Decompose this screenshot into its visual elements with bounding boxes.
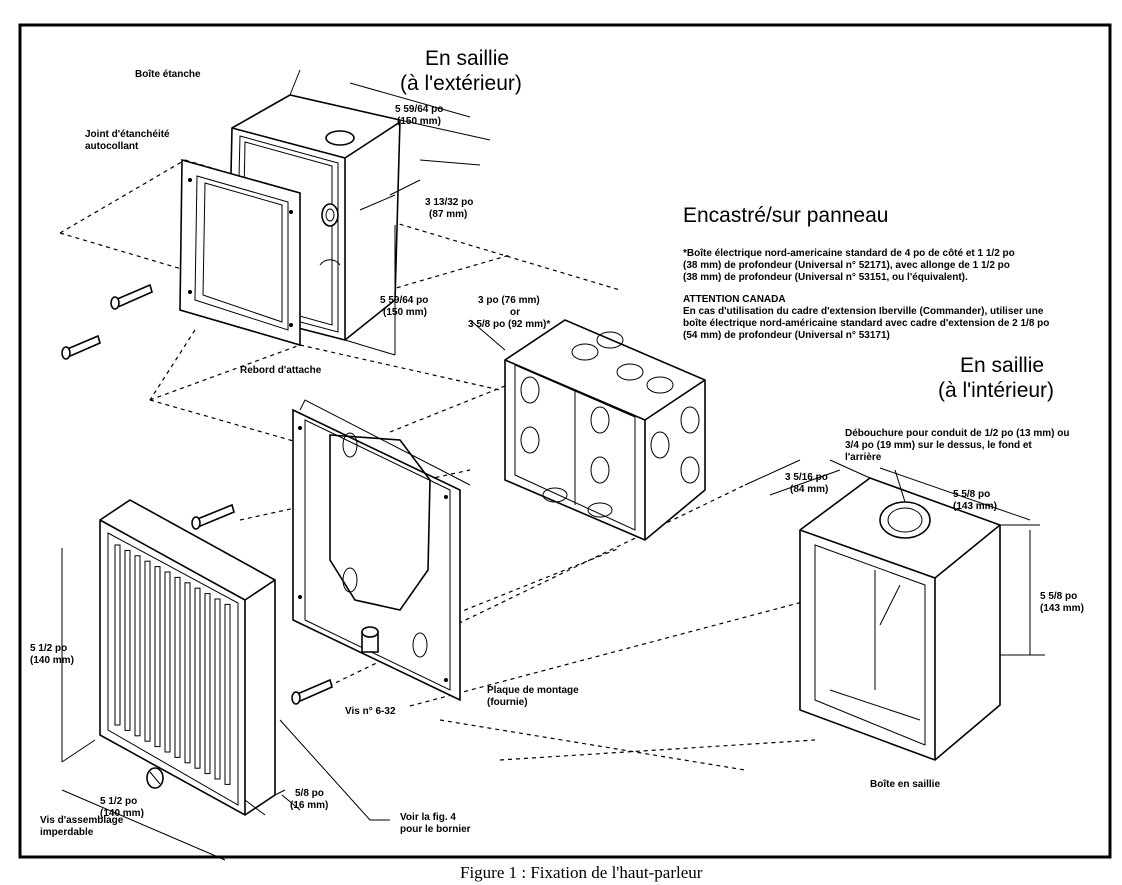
- dim-grille-depth-b: (16 mm): [290, 800, 328, 811]
- label-captive-screw-2: imperdable: [40, 827, 94, 838]
- dim-sb-height-a: 5 5/8 po: [1040, 591, 1077, 602]
- standoff-icon: [361, 626, 379, 653]
- label-knockout-3: l'arrière: [845, 452, 882, 463]
- heading-surface-exterior-2: (à l'extérieur): [400, 72, 522, 95]
- label-weatherproof-box: Boîte étanche: [135, 69, 201, 80]
- grille-slot: [174, 576, 181, 758]
- dim-wp-height-b: (150 mm): [383, 307, 427, 318]
- dim-sb-depth-b: (84 mm): [790, 484, 828, 495]
- dim-wp-height-a: 5 59/64 po: [380, 295, 428, 306]
- grille-slot: [134, 555, 141, 737]
- grille-slot: [114, 544, 121, 726]
- note-canada-line-1: En cas d'utilisation du cadre d'extensio…: [683, 306, 1044, 317]
- dim-grille-height-a: 5 1/2 po: [30, 643, 67, 654]
- weatherproof-dimension-lines: [289, 69, 491, 356]
- dim-sb-height-b: (143 mm): [1040, 603, 1084, 614]
- dim-wp-width-b: (150 mm): [397, 116, 441, 127]
- note-canada-line-3: (54 mm) de profondeur (Universal n° 5317…: [683, 330, 890, 341]
- label-mounting-plate-2: (fournie): [487, 697, 528, 708]
- grille-dimension-lines: [61, 548, 390, 861]
- note-canada-title: ATTENTION CANADA: [683, 294, 786, 305]
- dim-sb-width-a: 5 5/8 po: [953, 489, 990, 500]
- grille-slot: [184, 582, 191, 764]
- surface-box: [799, 469, 1001, 761]
- label-knockout-2: 3/4 po (19 mm) sur le dessus, le fond et: [845, 440, 1032, 451]
- screw-icon: [191, 503, 235, 530]
- heading-surface-exterior-1: En saillie: [425, 47, 509, 70]
- label-gasket-1: Joint d'étanchéité: [85, 129, 170, 140]
- electrical-box: [469, 319, 706, 541]
- dim-wp-width-a: 5 59/64 po: [395, 104, 443, 115]
- heading-surface-interior-2: (à l'intérieur): [938, 379, 1054, 402]
- grille-slot: [154, 566, 161, 748]
- grille-slot: [144, 560, 151, 742]
- label-gasket-2: autocollant: [85, 141, 139, 152]
- mounting-plate: [292, 399, 471, 702]
- dim-eb-depth-a: 3 po (76 mm): [478, 295, 540, 306]
- heading-surface-interior-1: En saillie: [960, 354, 1044, 377]
- gasket: [179, 158, 301, 347]
- dim-sb-width-b: (143 mm): [953, 501, 997, 512]
- grille-slot: [124, 549, 131, 731]
- dim-grille-depth-a: 5/8 po: [295, 788, 324, 799]
- dim-eb-depth-c: 3 5/8 po (92 mm)*: [468, 319, 550, 330]
- label-screw: Vis n° 6-32: [345, 706, 396, 717]
- note-box-line-1: *Boîte électrique nord-americaine standa…: [683, 248, 1015, 259]
- figure-border: [18, 23, 1112, 859]
- dim-grille-height-b: (140 mm): [30, 655, 74, 666]
- screw-icon: [61, 334, 101, 360]
- label-terminal-ref-2: pour le bornier: [400, 824, 471, 835]
- grille-slots: [114, 544, 231, 785]
- surface-box-dimension-lines: [744, 459, 1045, 656]
- grille-slot: [224, 603, 231, 785]
- label-knockout-1: Débouchure pour conduit de 1/2 po (13 mm…: [845, 428, 1069, 439]
- note-box-line-2: (38 mm) de profondeur (Universal n° 5217…: [683, 260, 1010, 271]
- screw-icon: [291, 678, 333, 705]
- label-terminal-ref-1: Voir la fig. 4: [400, 812, 456, 823]
- captive-screw-icon: [146, 767, 164, 789]
- screw-icon: [110, 283, 153, 310]
- dim-grille-width-b: (140 mm): [100, 808, 144, 819]
- note-canada-line-2: boîte électrique nord-américaine standar…: [683, 318, 1049, 329]
- label-mounting-flange: Rebord d'attache: [240, 365, 322, 376]
- grille-slot: [164, 571, 171, 753]
- dim-eb-depth-b: or: [510, 307, 520, 318]
- label-mounting-plate-1: Plaque de montage: [487, 685, 579, 696]
- dim-wp-depth-a: 3 13/32 po: [425, 197, 473, 208]
- dim-grille-width-a: 5 1/2 po: [100, 796, 137, 807]
- speaker-grille: [99, 499, 286, 816]
- grille-slot: [204, 593, 211, 775]
- label-captive-screw-1: Vis d'assemblage: [40, 815, 124, 826]
- label-surface-box: Boîte en saillie: [870, 779, 940, 790]
- dim-wp-depth-b: (87 mm): [429, 209, 467, 220]
- note-box-line-3: (38 mm) de profondeur (Universal n° 5315…: [683, 272, 968, 283]
- grille-slot: [194, 587, 201, 769]
- grille-slot: [214, 598, 221, 780]
- dim-sb-depth-a: 3 5/16 po: [785, 472, 828, 483]
- figure-caption: Figure 1 : Fixation de l'haut-parleur: [460, 863, 703, 882]
- heading-flush-panel: Encastré/sur panneau: [683, 204, 888, 227]
